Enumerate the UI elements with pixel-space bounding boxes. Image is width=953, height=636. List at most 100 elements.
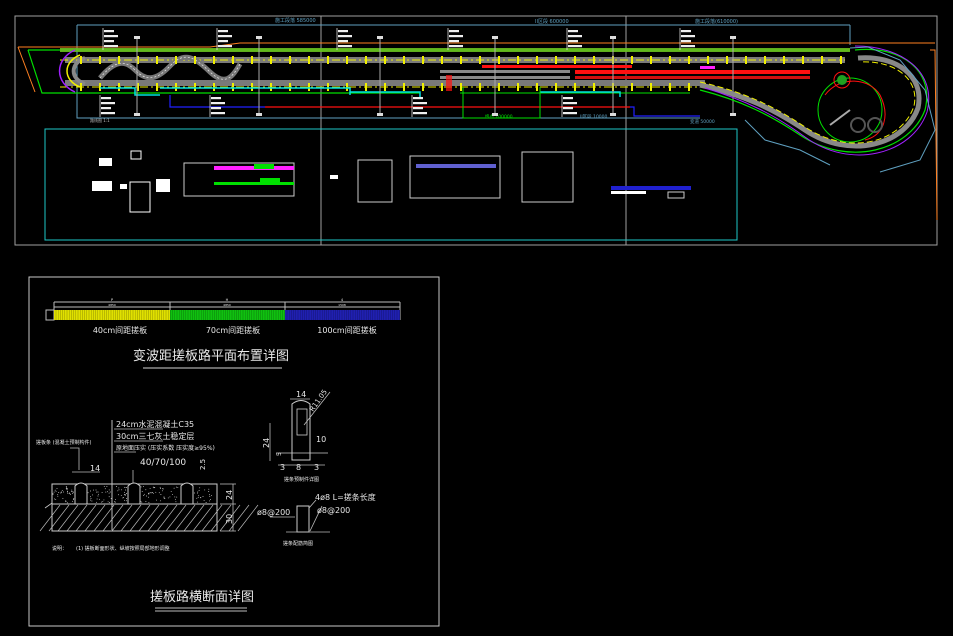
sub-drawing-thumbnails [92,150,691,213]
label-text-block [449,45,463,48]
aggregate-dot [53,491,55,493]
aggregate-dot [92,494,94,496]
detail-sheet: P H 4 4850 4850 1508 40cm间距搓板 70cm间距搓板 1… [28,276,440,627]
rebar-right-label: ø8@200 [317,506,350,515]
label-text-block [218,30,228,33]
bar-dim-height: 24 [262,438,271,448]
poles [134,36,736,116]
aggregate-dot [90,496,91,498]
label-text-block [338,40,348,43]
boundary-orange [18,42,935,48]
yellow-marker [650,83,652,91]
yellow-marker [327,83,329,91]
label-text-block [211,102,225,105]
aggregate-dot [171,493,173,495]
yellow-marker [213,56,215,64]
aggregate-dot [72,493,74,495]
bar-dim-r5: 5 [276,452,283,456]
aggregate-dot [118,487,120,489]
label-text-block [563,97,573,100]
label-text-block [568,30,578,33]
aggregate-dot [101,501,103,503]
aggregate-dot [109,491,111,493]
yellow-marker [365,83,367,91]
segment-dim-top-2: H [226,298,229,302]
yellow-marker [232,56,234,64]
yellow-marker [365,56,367,64]
hatch-line [75,504,97,532]
aggregate-dot [65,487,67,489]
yellow-marker [574,83,576,91]
yellow-marker [232,83,234,91]
yellow-marker [821,56,823,64]
aggregate-dot [65,501,67,503]
yellow-marker [156,56,158,64]
aggregate-dot [57,495,59,497]
pole-base [256,113,262,116]
yellow-marker [289,83,291,91]
aggregate-dot [200,497,202,499]
aggregate-dot [110,498,112,500]
aggregate-dot [66,487,68,489]
aggregate-dot [124,491,126,493]
aggregate-dot [67,493,69,495]
aggregate-dot [141,491,143,493]
segment-dim-sub-1: 4850 [108,303,116,307]
yellow-marker [479,83,481,91]
aggregate-dot [152,492,153,493]
aggregate-dot [152,486,154,488]
aggregate-dot [203,500,205,502]
left-curve-inner [66,54,81,88]
yellow-marker [441,56,443,64]
yellow-marker [650,56,652,64]
cyan-line [100,87,160,96]
yellow-marker [783,56,785,64]
yellow-marker [422,56,424,64]
hatch-line [138,504,160,532]
aggregate-dot [70,491,72,493]
aggregate-dot [117,490,119,492]
aggregate-dot [145,489,147,491]
aggregate-dot [108,492,110,494]
yellow-marker [669,83,671,91]
aggregate-dot [120,494,122,496]
aggregate-dot [145,501,147,502]
yellow-marker [517,56,519,64]
label-text-block [681,45,695,48]
aggregate-dot [173,487,175,489]
hatch-line [39,504,61,532]
yellow-marker [251,56,253,64]
aggregate-dot [202,496,204,497]
aggregate-dot [103,499,105,501]
aggregate-dot [71,489,73,491]
yellow-marker [194,83,196,91]
aggregate-dot [115,498,116,500]
aggregate-dot [145,495,147,497]
aggregate-dot [95,489,97,491]
label-text-block [338,45,352,48]
aggregate-dot [163,497,165,499]
left-curve-outer [58,49,76,93]
aggregate-dot [164,498,166,499]
label-text-block [563,112,577,115]
segment-dim-sub-2: 4850 [223,303,231,307]
aggregate-dot [124,487,126,488]
bar-detail: 14 R11.05 24 10 5 3 8 3 搓条预制件详图 [262,388,331,483]
aggregate-dot [52,493,54,495]
hatch-line [219,504,241,532]
label-text-block [681,40,691,43]
aggregate-dot [204,489,206,491]
pole-base [377,113,383,116]
yellow-marker [289,56,291,64]
aggregate-dot [55,498,57,500]
aggregate-dot [143,495,145,497]
aggregate-dot [55,490,57,492]
aggregate-dot [72,500,74,502]
aggregate-dot [70,493,71,495]
label-stacks [99,28,695,117]
yellow-marker [631,56,633,64]
section-label-1: 施工段落 585000 [275,17,316,24]
aggregate-dot [67,502,69,504]
label-text-block [218,45,232,48]
